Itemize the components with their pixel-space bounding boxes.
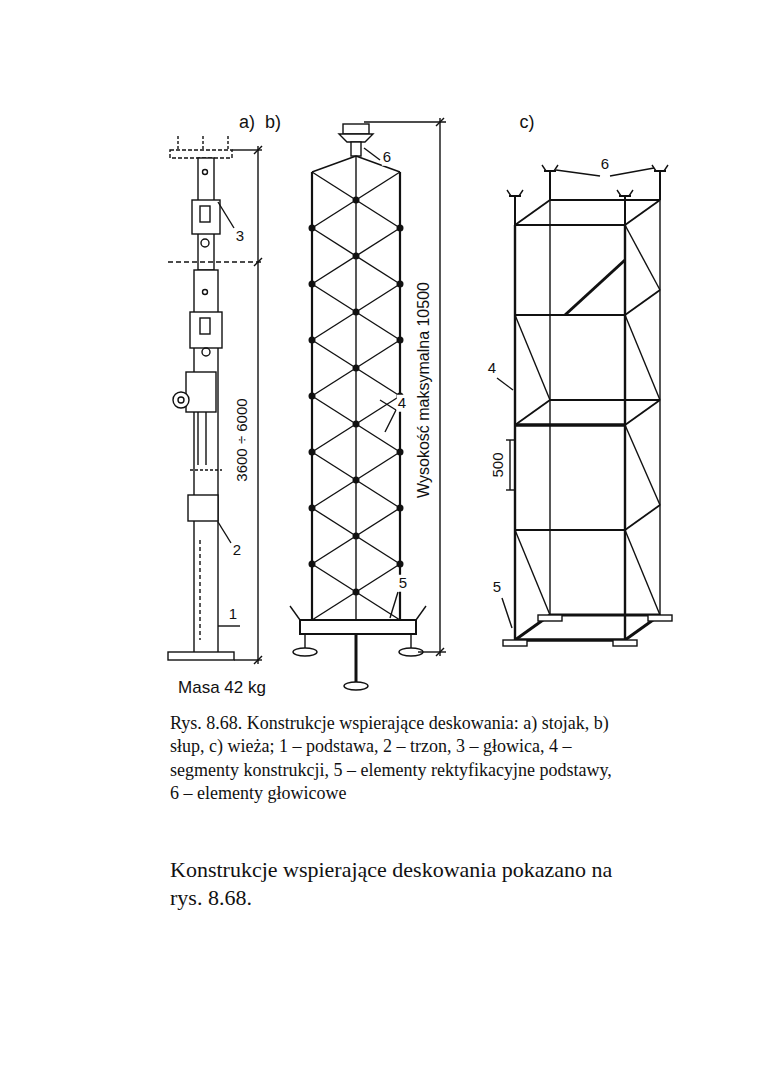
callout-label: 4 (487, 360, 497, 377)
prop-drawing (168, 136, 262, 664)
callout-label: 2 (232, 542, 242, 559)
callout-label: 5 (398, 575, 408, 592)
callout-label: b) (264, 113, 282, 133)
dimension-label: 500 (490, 451, 507, 478)
body-text: Konstrukcje wspierające deskowania pokaz… (170, 856, 620, 911)
dimension-label: Wysokość maksymalna 10500 (415, 281, 433, 499)
figure-caption: Rys. 8.68. Konstrukcje wspierające desko… (170, 712, 625, 806)
callout-label: 1 (228, 606, 238, 623)
dimension-label: 3600 ÷ 6000 (234, 397, 251, 482)
callout-label: 6 (382, 149, 392, 166)
callout-label: a) (238, 113, 256, 133)
callout-label: c) (519, 113, 536, 133)
tower-drawing (497, 165, 672, 646)
callout-label: 6 (600, 156, 610, 173)
callout-label: 4 (397, 395, 407, 412)
column-drawing (290, 118, 446, 690)
callout-label: Masa 42 kg (177, 679, 267, 698)
callout-label: 5 (492, 579, 502, 596)
callout-label: 3 (235, 228, 245, 245)
